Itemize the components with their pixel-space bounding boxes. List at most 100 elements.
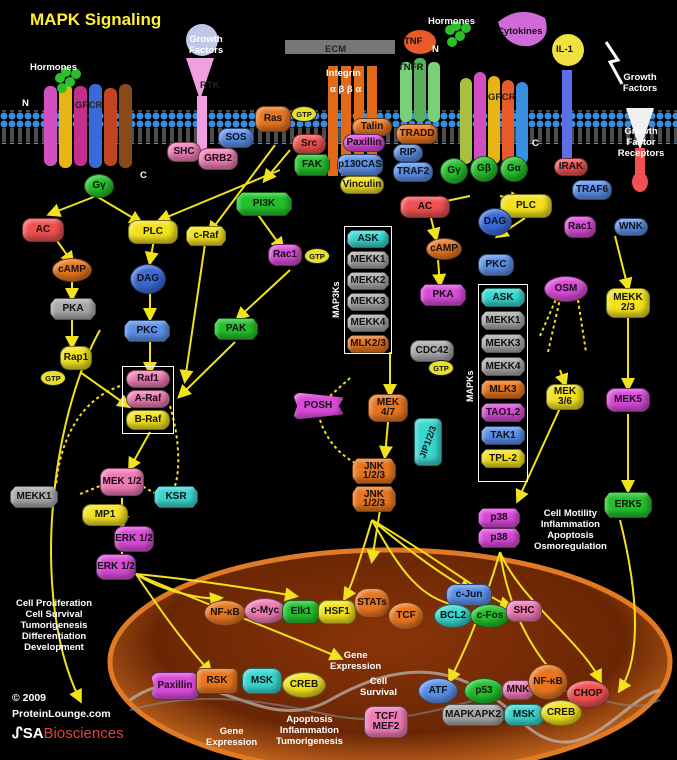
node-mek36: MEK 3/6 — [546, 384, 584, 410]
node-dag-right: DAG — [478, 208, 512, 236]
tnfr-receptor — [400, 30, 440, 122]
outcome-cell-survival: Cell Survival — [360, 676, 397, 698]
node-b-raf: B-Raf — [126, 410, 170, 430]
node-pak: PAK — [214, 318, 258, 340]
node-p38-a: p38 — [478, 508, 520, 528]
pathway-arrows — [46, 144, 636, 704]
hormones-left-label: Hormones — [30, 62, 77, 73]
node-atf: ATF — [418, 678, 458, 704]
node-mek5: MEK5 — [606, 388, 650, 412]
node-a-raf: A-Raf — [126, 390, 170, 408]
node-elk1: Elk1 — [282, 600, 320, 624]
node-chop: CHOP — [566, 680, 610, 708]
node-mnk: MNK — [502, 680, 534, 700]
node-pkc-left: PKC — [124, 320, 170, 342]
node-rap1: Rap1 — [60, 346, 92, 370]
integrin-subunits-label: α β β α — [330, 84, 362, 95]
mapks-label: MAPKs — [465, 370, 475, 402]
node-traf6: TRAF6 — [572, 180, 612, 200]
dna-strand — [129, 670, 661, 744]
node-mekk1-left: MEKK1 — [10, 486, 58, 508]
node-paxillin-nucleus: Paxillin — [150, 672, 200, 700]
node-pkc-right: PKC — [478, 254, 514, 276]
node-c-myc: c-Myc — [244, 598, 286, 624]
site-link[interactable]: ProteinLounge.com — [12, 708, 111, 720]
growth-factors-right-label: Growth Factors — [622, 72, 658, 94]
gpcr-right-label: GPCR — [488, 92, 516, 103]
node-rac1-mid: Rac1 — [268, 244, 302, 266]
mapk-item-tak1: TAK1 — [481, 426, 525, 445]
node-g-gamma-left: Gγ — [84, 174, 114, 198]
outcome-gene-expression-mid: Gene Expression — [330, 650, 382, 672]
node-c-fos: c-Fos — [470, 604, 510, 628]
node-camp-left: cAMP — [52, 258, 92, 282]
jip-label: JIP1/2/3 — [417, 424, 439, 460]
node-p130cas: p130CAS — [337, 154, 383, 176]
map3k-item-mekk4: MEKK4 — [347, 314, 389, 332]
node-creb-b: CREB — [540, 700, 582, 726]
node-jnk-a: JNK 1/2/3 — [352, 458, 396, 484]
node-pka-right: PKA — [420, 284, 466, 306]
c-terminus-left: C — [140, 170, 147, 181]
gtp-rap1: GTP — [40, 370, 66, 386]
node-mek47: MEK 4/7 — [368, 394, 408, 422]
node-mekk23: MEKK 2/3 — [606, 288, 650, 318]
node-talin: Talin — [352, 118, 392, 136]
node-nfkb-b: NF-κB — [528, 664, 568, 700]
node-plc-left: PLC — [128, 220, 178, 244]
node-sos: SOS — [218, 128, 254, 148]
node-ac-left: AC — [22, 218, 64, 242]
outcome-motility: Cell Motility Inflammation Apoptosis Osm… — [534, 508, 607, 552]
node-mp1: MP1 — [82, 504, 128, 526]
tnf-label: TNF — [404, 36, 423, 47]
growth-factor-receptor-right — [626, 108, 654, 192]
node-tradd: TRADD — [396, 124, 438, 144]
node-src: Src — [292, 134, 326, 154]
node-erk12-b: ERK 1/2 — [96, 554, 136, 580]
brand-logo: ᔑSABiosciences — [12, 724, 124, 742]
node-ksr: KSR — [154, 486, 198, 508]
node-jnk-b: JNK 1/2/3 — [352, 486, 396, 512]
node-erk5: ERK5 — [604, 492, 652, 518]
mapk-item-tao1-2: TAO1,2 — [481, 403, 525, 422]
node-rsk: RSK — [196, 668, 238, 694]
map3ks-label: MAP3Ks — [331, 281, 341, 318]
tnfr-label: TNFR — [398, 62, 424, 73]
map3k-item-mekk1: MEKK1 — [347, 251, 389, 269]
node-stats: STATs — [354, 588, 390, 618]
node-jip: JIP1/2/3 — [414, 418, 442, 466]
il1-receptor — [552, 34, 584, 160]
mapk-item-mekk4: MEKK4 — [481, 357, 525, 376]
node-shc-nucleus: SHC — [506, 600, 542, 622]
node-camp-right: cAMP — [426, 238, 462, 260]
rtk-receptor — [186, 24, 218, 156]
hormone-cluster-right — [445, 21, 471, 47]
node-c-raf: c-Raf — [186, 226, 226, 246]
brand-logo-mark: ᔑ — [12, 725, 23, 742]
mapk-item-mlk3: MLK3 — [481, 380, 525, 399]
node-osm: OSM — [544, 276, 588, 302]
map3k-item-mekk2: MEKK2 — [347, 272, 389, 290]
node-grb2: GRB2 — [198, 148, 238, 170]
growth-factor-receptors-label: Growth Factor Receptors — [617, 126, 665, 159]
c-terminus-right: C — [532, 138, 539, 149]
brand-biosciences: Biosciences — [43, 725, 124, 742]
diagram-title: MAPK Signaling — [30, 10, 162, 29]
node-dag-left: DAG — [130, 264, 166, 294]
map3ks-box — [344, 226, 392, 354]
node-pka-left: PKA — [50, 298, 96, 320]
cytokine-blob — [498, 11, 547, 47]
gtp-rac1: GTP — [304, 248, 330, 264]
node-erk12-a: ERK 1/2 — [114, 526, 154, 552]
node-bcl2: BCL2 — [434, 604, 472, 628]
map3k-item-ask: ASK — [347, 230, 389, 248]
node-msk-b: MSK — [504, 704, 544, 726]
lightning-icon — [604, 41, 624, 85]
node-fak: FAK — [294, 154, 330, 176]
node-rip: RIP — [393, 144, 423, 162]
gpcr-right-receptor — [460, 72, 528, 164]
ecm-label: ECM — [325, 44, 347, 55]
node-g-alpha: Gα — [500, 156, 528, 182]
